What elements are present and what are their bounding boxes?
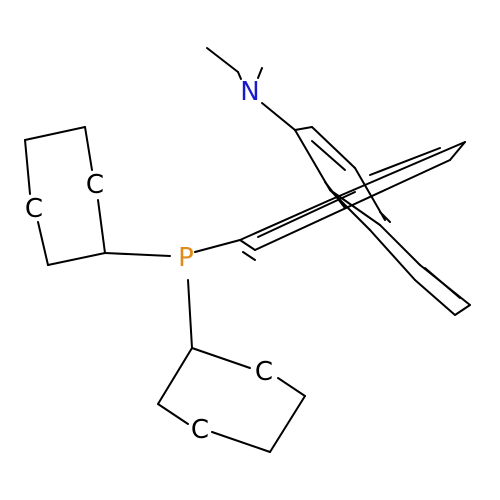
aryl-bond-6	[239, 239, 256, 251]
cy2-bond-e	[157, 403, 189, 425]
cy1-bond-b	[37, 221, 49, 266]
cy2-bond-f	[157, 347, 193, 405]
ring2-bond-e	[414, 279, 456, 316]
ring2-bond-d	[454, 304, 471, 316]
aryl-bond-1	[239, 199, 331, 241]
carbon-atom-lower-ring-2: C	[191, 415, 209, 445]
n-methyl-bond-1-colored	[237, 71, 242, 80]
ring1-inner-2	[324, 181, 346, 209]
nitrogen-atom: N	[240, 77, 259, 107]
cy2-bond-c	[269, 395, 306, 453]
ring2-bond-f	[369, 229, 416, 281]
phosphorus-atom: P	[178, 243, 194, 273]
ring1-inner-1	[311, 140, 346, 171]
cy1-bond-f	[97, 199, 106, 254]
cy2-bond-b	[277, 377, 306, 397]
carbon-atom-upper-ring-2: C	[25, 194, 43, 224]
ring1-bond-a	[294, 126, 313, 131]
aryl-inner-1	[257, 191, 356, 238]
cy2-bond-a	[191, 347, 251, 369]
cy2-bond-d	[211, 431, 271, 453]
n-methyl-bond-1	[206, 47, 239, 73]
ring2-inner-1	[424, 267, 461, 299]
aryl-inner-2	[369, 147, 441, 176]
cy1-bond-a	[47, 252, 106, 266]
ring2-inner-2	[379, 211, 391, 223]
ring1-bond-d	[294, 129, 331, 191]
p-cy2-bond	[187, 279, 193, 349]
carbon-atom-upper-ring: C	[86, 170, 104, 200]
ring2-bond-a	[329, 189, 381, 226]
cy1-bond-e	[84, 126, 93, 171]
aryl-bond-4	[384, 159, 451, 191]
p-aryl-bond	[194, 239, 241, 253]
n-aryl-bond	[261, 102, 296, 131]
carbon-atom-lower-ring: C	[255, 357, 273, 387]
aryl-bond-3	[449, 141, 466, 161]
aryl-bond-5	[254, 189, 386, 251]
p-cy1-bond	[104, 252, 171, 257]
aryl-tick	[242, 251, 256, 261]
ring2-bond-b	[379, 224, 421, 266]
cy1-bond-c	[24, 139, 31, 195]
n-methyl-bond-2	[257, 67, 263, 79]
aryl-bond-2	[329, 141, 466, 201]
cy1-bond-d	[24, 126, 86, 141]
ring1-bond-b	[311, 126, 356, 169]
